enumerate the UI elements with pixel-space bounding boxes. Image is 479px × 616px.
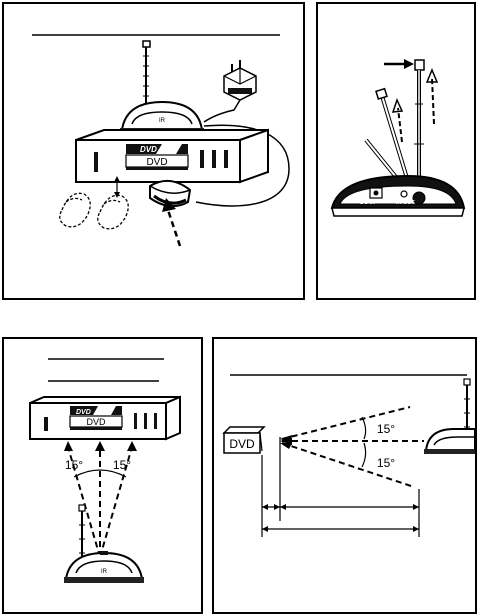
ray-arrowheads	[280, 435, 292, 449]
receiver-label: IR	[159, 118, 166, 124]
angle-right-label: 15°	[113, 458, 131, 472]
push-arrow-icon	[384, 59, 414, 69]
ir-receiver	[424, 429, 475, 454]
ray-arrowheads	[64, 441, 137, 451]
range-panel: DVD 15° 15°	[212, 337, 477, 614]
ir-out-label: IR OUT	[396, 200, 415, 206]
setup-illustration: IR DVD DVD	[4, 4, 303, 298]
ir-beam-rays	[282, 407, 424, 487]
antenna-upright	[414, 60, 424, 194]
dvd-logo: DVD	[76, 409, 91, 416]
dvd-player: DVD DVD	[76, 130, 268, 182]
power-cable	[204, 100, 240, 122]
extend-arrow-icon	[427, 70, 437, 124]
dvd-label: DVD	[146, 157, 167, 168]
placement-panel: DVD DVD 15° 15°	[2, 337, 203, 614]
angle-arc-bottom	[362, 443, 366, 467]
dvd-label: DVD	[229, 437, 255, 451]
antenna-panel: DC IN IR OUT	[316, 2, 476, 300]
antenna	[143, 41, 150, 112]
angle-bottom-label: 15°	[377, 456, 395, 470]
receiver-base: DC IN IR OUT	[332, 176, 464, 216]
ir-out-jack	[401, 191, 407, 197]
ir-blaster	[150, 181, 190, 206]
angle-top-label: 15°	[377, 422, 395, 436]
ir-receiver: IR	[64, 551, 144, 583]
dc-in-label: DC IN	[360, 200, 375, 206]
dvd-player: DVD DVD	[30, 397, 180, 439]
angle-arc-top	[362, 417, 366, 439]
distance-range-dimension	[280, 504, 419, 510]
placement-illustration: DVD DVD 15° 15°	[4, 339, 201, 612]
range-illustration: DVD 15° 15°	[214, 339, 475, 612]
dvd-box: DVD	[224, 427, 264, 453]
distance-short-dimension	[262, 504, 280, 510]
power-adapter-icon	[224, 60, 256, 100]
adhesive-pads-icon	[60, 193, 129, 228]
dvd-logo: DVD	[140, 145, 157, 154]
dvd-label: DVD	[86, 417, 106, 427]
angle-left-label: 15°	[65, 458, 83, 472]
receiver-label: IR	[101, 569, 108, 575]
antenna-illustration: DC IN IR OUT	[318, 4, 474, 298]
distance-total-dimension	[262, 526, 419, 532]
setup-panel: IR DVD DVD	[2, 2, 305, 300]
